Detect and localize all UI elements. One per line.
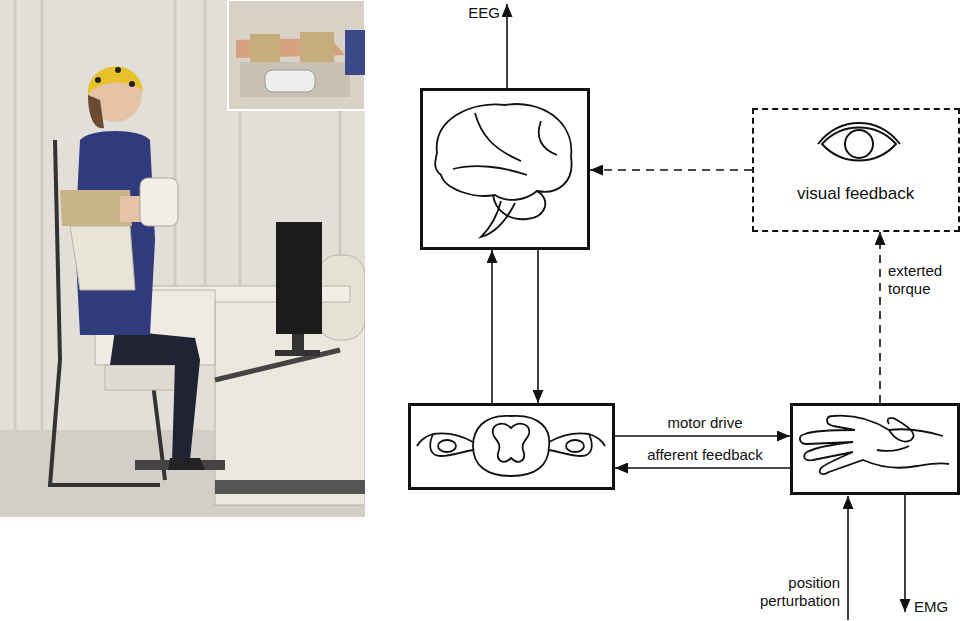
connector-arrow: [491, 250, 493, 403]
spinal-cord-box: [408, 403, 615, 490]
brain-drawing: [423, 91, 587, 247]
eye-icon: [754, 110, 958, 230]
dashed-connector: [879, 232, 881, 403]
hand-box: [790, 403, 960, 495]
hand-drawing: [793, 406, 957, 492]
brain-box: [420, 88, 590, 250]
signal-name: EMG: [914, 598, 960, 616]
node-label: visual feedback: [797, 184, 914, 204]
curtain: [0, 0, 365, 517]
visual-feedback-box: visual feedback: [752, 108, 960, 232]
edge-label: afferent feedback: [625, 446, 785, 464]
connector-arrow: [615, 467, 790, 469]
emg-arrow: [904, 495, 906, 612]
inset-photo: [228, 0, 365, 110]
dashed-connector: [590, 169, 752, 171]
signal-name: EEG: [440, 4, 500, 22]
input-label: position perturbation: [722, 574, 840, 610]
eeg-arrow: [506, 4, 508, 88]
connector-arrow: [615, 435, 790, 437]
edge-label: exterted torque: [888, 262, 958, 298]
experiment-photo: [0, 0, 365, 517]
perturbation-arrow: [847, 496, 849, 620]
participant: [60, 66, 205, 470]
connector-arrow: [537, 250, 539, 403]
edge-label: motor drive: [640, 414, 770, 432]
monitor: [275, 222, 322, 356]
spinal-cord-drawing: [411, 406, 612, 487]
